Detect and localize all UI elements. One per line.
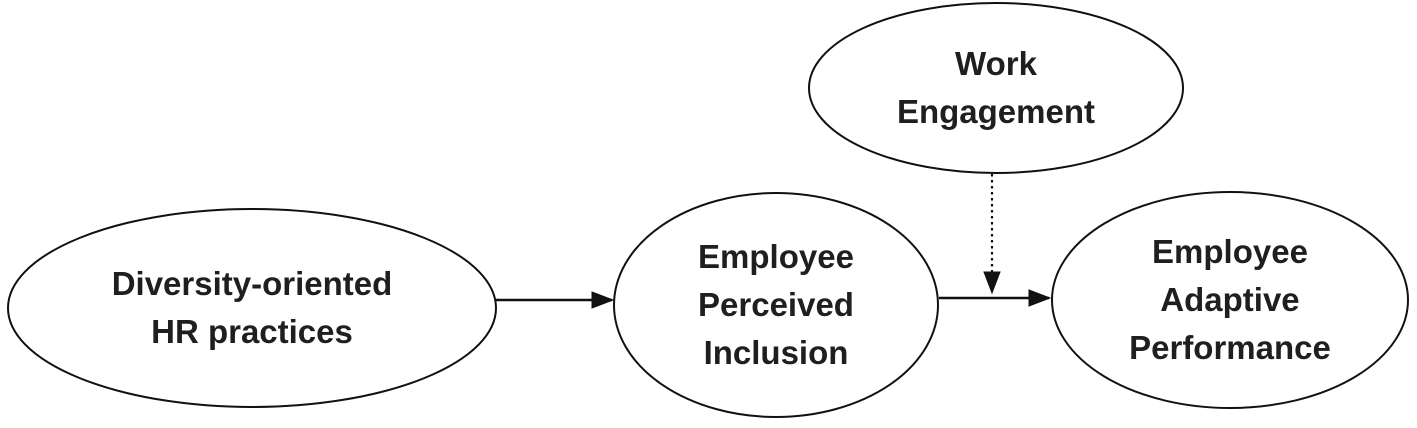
node-ellipse-work-engagement [808, 2, 1184, 174]
node-ellipse-diversity-hr-practices [7, 208, 497, 408]
node-ellipse-employee-perceived-inclusion [613, 192, 939, 418]
node-ellipse-employee-adaptive-performance [1051, 191, 1409, 409]
